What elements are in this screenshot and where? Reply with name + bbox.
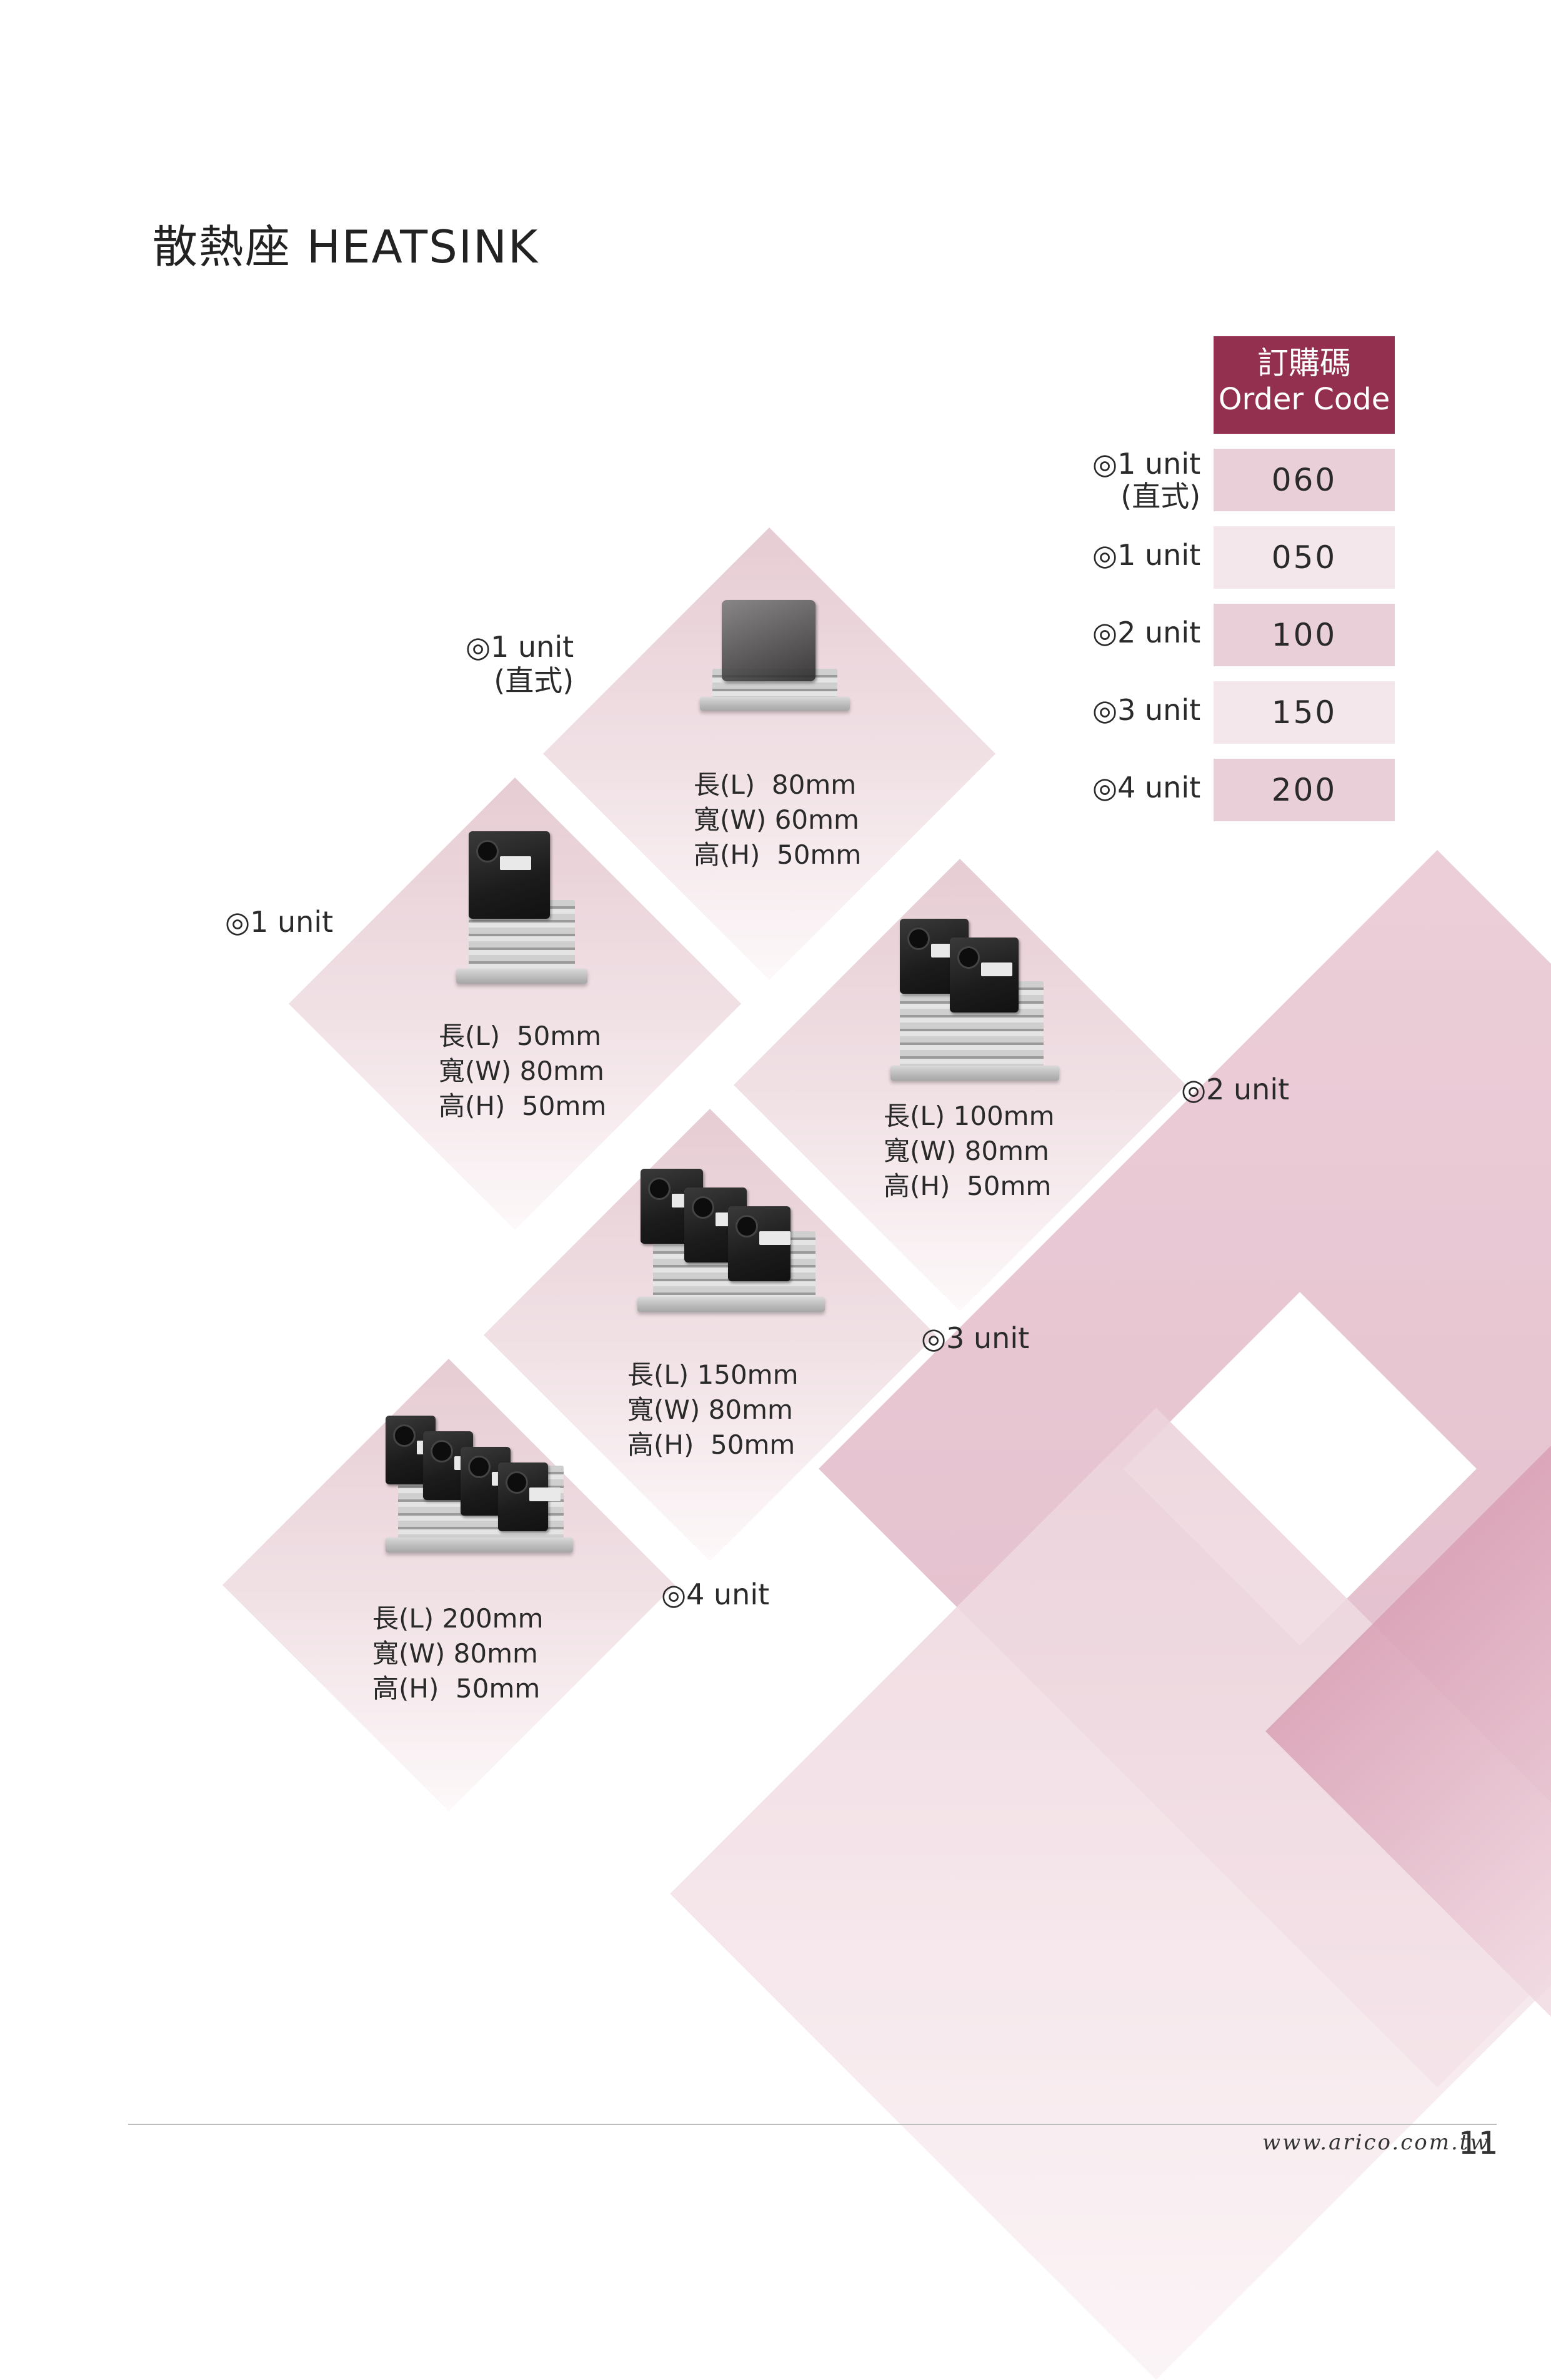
order-row-label: ◎2 unit	[1092, 616, 1201, 649]
order-code-cell: 200	[1214, 759, 1395, 821]
order-code-cell: 060	[1214, 449, 1395, 511]
page-number: 11	[1459, 2125, 1499, 2161]
product-dims-4-unit: 長(L) 200mm 寬(W) 80mm 高(H) 50mm	[372, 1603, 544, 1704]
product-dims-3-unit: 長(L) 150mm 寬(W) 80mm 高(H) 50mm	[627, 1359, 799, 1460]
order-code-header-en: Order Code	[1218, 382, 1390, 417]
product-dims-2-unit: 長(L) 100mm 寬(W) 80mm 高(H) 50mm	[884, 1101, 1055, 1201]
product-label-4-unit: ◎4 unit	[661, 1578, 770, 1611]
product-image-2-unit	[887, 912, 1069, 1100]
product-dims-1-unit: 長(L) 50mm 寬(W) 80mm 高(H) 50mm	[439, 1021, 607, 1121]
product-image-1-unit	[450, 825, 600, 1000]
order-row-label: ◎1 unit	[1092, 538, 1201, 572]
order-code-cell: 150	[1214, 681, 1395, 744]
product-label-1-unit: ◎1 unit	[225, 905, 334, 939]
product-image-4-unit	[382, 1409, 582, 1584]
order-code-cell: 050	[1214, 526, 1395, 589]
product-label-3-unit: ◎3 unit	[921, 1321, 1030, 1355]
order-code-cell: 100	[1214, 604, 1395, 666]
product-dims-1-unit-vertical: 長(L) 80mm 寬(W) 60mm 高(H) 50mm	[694, 769, 862, 870]
product-label-1-unit-vertical: ◎1 unit (直式)	[466, 630, 574, 698]
footer-url: www.arico.com.tw	[1262, 2130, 1490, 2155]
product-label-2-unit: ◎2 unit	[1181, 1072, 1290, 1106]
page-title: 散熱座 HEATSINK	[152, 221, 539, 273]
order-code-header: 訂購碼 Order Code	[1214, 336, 1395, 434]
product-image-1-unit-vertical	[694, 575, 856, 731]
order-code-header-zh: 訂購碼	[1257, 345, 1351, 381]
order-row-label: ◎4 unit	[1092, 771, 1201, 804]
footer-divider	[128, 2124, 1497, 2125]
order-row-label: ◎1 unit (直式)	[1092, 447, 1201, 513]
order-row-label: ◎3 unit	[1092, 693, 1201, 727]
product-image-3-unit	[634, 1162, 834, 1350]
